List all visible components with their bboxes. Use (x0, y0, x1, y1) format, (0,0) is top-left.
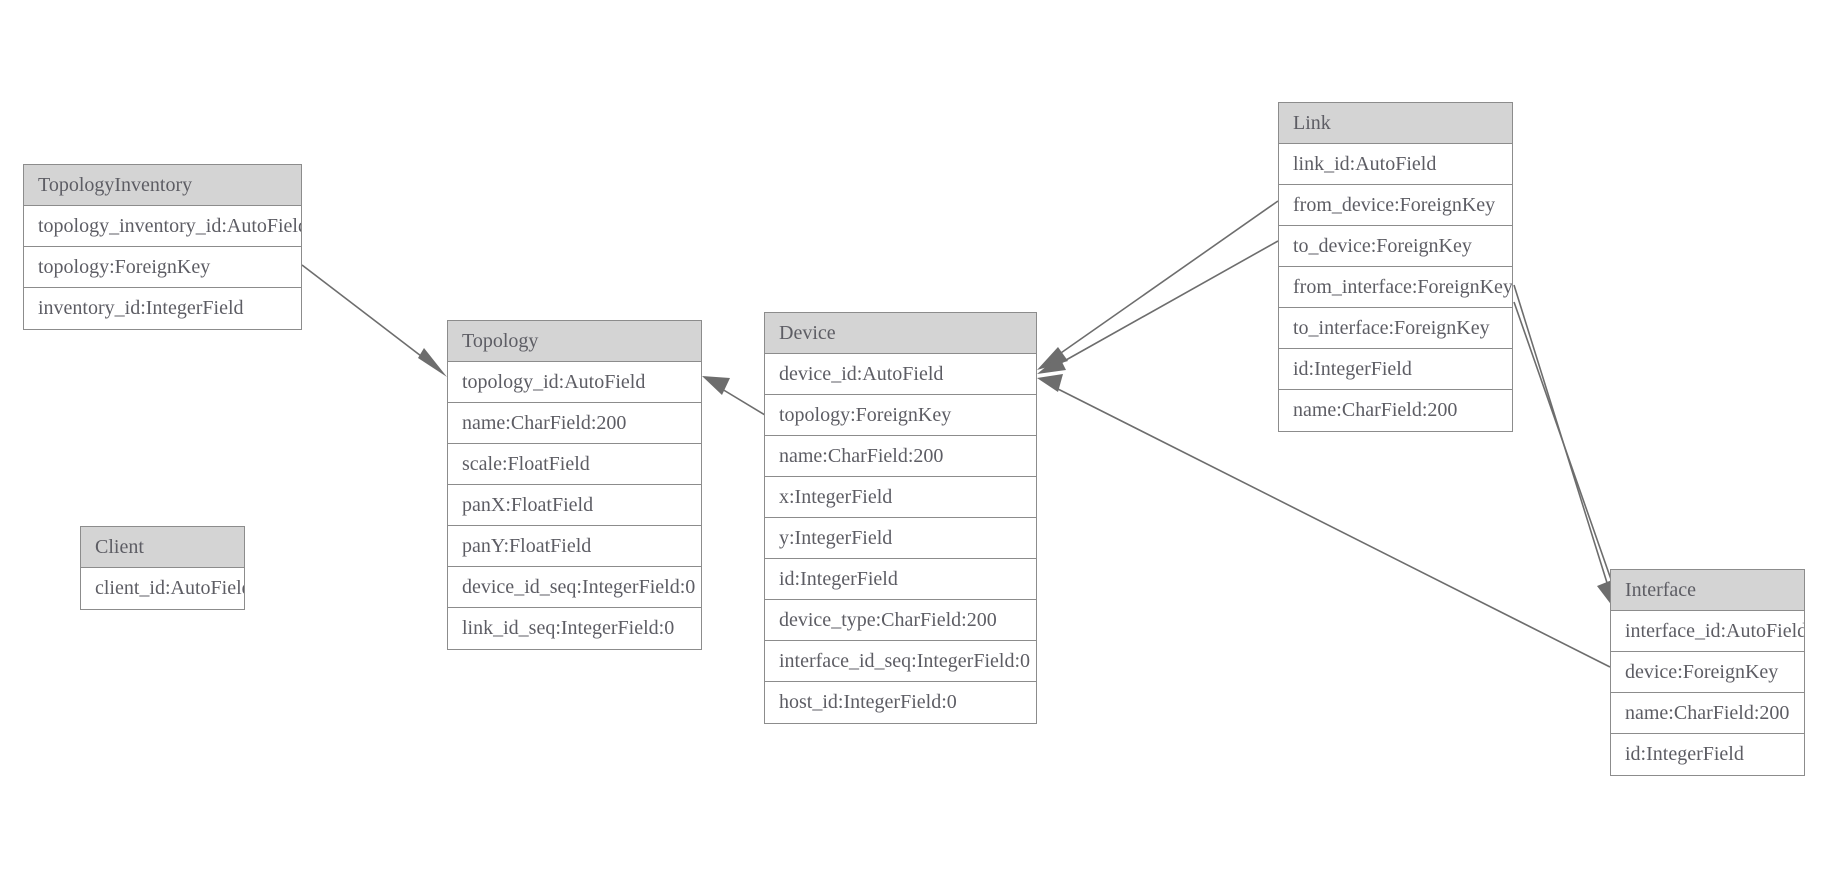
field-topology-inventory-id: topology_inventory_id:AutoField (24, 206, 301, 247)
field-link-name: name:CharField:200 (1279, 390, 1512, 431)
field-device-interface-id-seq: interface_id_seq:IntegerField:0 (765, 641, 1036, 682)
field-device-name: name:CharField:200 (765, 436, 1036, 477)
field-link-to-interface: to_interface:ForeignKey (1279, 308, 1512, 349)
field-client-id: client_id:AutoField (81, 568, 244, 609)
field-topology-scale: scale:FloatField (448, 444, 701, 485)
field-device-type: device_type:CharField:200 (765, 600, 1036, 641)
field-interface-name: name:CharField:200 (1611, 693, 1804, 734)
edge-link-to-device-to-device (1037, 240, 1279, 374)
field-topology-foreignkey: topology:ForeignKey (24, 247, 301, 288)
field-topology-pany: panY:FloatField (448, 526, 701, 567)
field-topology-id: topology_id:AutoField (448, 362, 701, 403)
field-interface-device: device:ForeignKey (1611, 652, 1804, 693)
field-link-from-interface: from_interface:ForeignKey (1279, 267, 1512, 308)
field-interface-idfield: id:IntegerField (1611, 734, 1804, 775)
edge-topologyinventory-to-topology (301, 264, 447, 377)
field-link-from-device: from_device:ForeignKey (1279, 185, 1512, 226)
field-device-id: device_id:AutoField (765, 354, 1036, 395)
field-topology-panx: panX:FloatField (448, 485, 701, 526)
entity-topology[interactable]: Topology topology_id:AutoField name:Char… (447, 320, 702, 650)
field-device-idfield: id:IntegerField (765, 559, 1036, 600)
field-device-host-id: host_id:IntegerField:0 (765, 682, 1036, 723)
edge-link-to-interface-to-interface (1513, 301, 1621, 612)
entity-title-client: Client (81, 527, 244, 568)
field-interface-id: interface_id:AutoField (1611, 611, 1804, 652)
entity-title-device: Device (765, 313, 1036, 354)
entity-interface[interactable]: Interface interface_id:AutoField device:… (1610, 569, 1805, 776)
entity-title-interface: Interface (1611, 570, 1804, 611)
entity-title-link: Link (1279, 103, 1512, 144)
entity-title-topologyinventory: TopologyInventory (24, 165, 301, 206)
entity-title-topology: Topology (448, 321, 701, 362)
field-device-y: y:IntegerField (765, 518, 1036, 559)
field-topology-device-id-seq: device_id_seq:IntegerField:0 (448, 567, 701, 608)
edge-link-from-interface-to-interface (1513, 284, 1616, 611)
field-topology-name: name:CharField:200 (448, 403, 701, 444)
edge-device-to-topology (702, 376, 771, 419)
field-device-topology: topology:ForeignKey (765, 395, 1036, 436)
field-link-to-device: to_device:ForeignKey (1279, 226, 1512, 267)
entity-topologyinventory[interactable]: TopologyInventory topology_inventory_id:… (23, 164, 302, 330)
field-device-x: x:IntegerField (765, 477, 1036, 518)
field-link-id: link_id:AutoField (1279, 144, 1512, 185)
entity-device[interactable]: Device device_id:AutoField topology:Fore… (764, 312, 1037, 724)
entity-link[interactable]: Link link_id:AutoField from_device:Forei… (1278, 102, 1513, 432)
edge-link-from-device-to-device (1037, 200, 1279, 370)
field-topology-link-id-seq: link_id_seq:IntegerField:0 (448, 608, 701, 649)
field-inventory-id: inventory_id:IntegerField (24, 288, 301, 329)
field-link-idfield: id:IntegerField (1279, 349, 1512, 390)
entity-client[interactable]: Client client_id:AutoField (80, 526, 245, 610)
